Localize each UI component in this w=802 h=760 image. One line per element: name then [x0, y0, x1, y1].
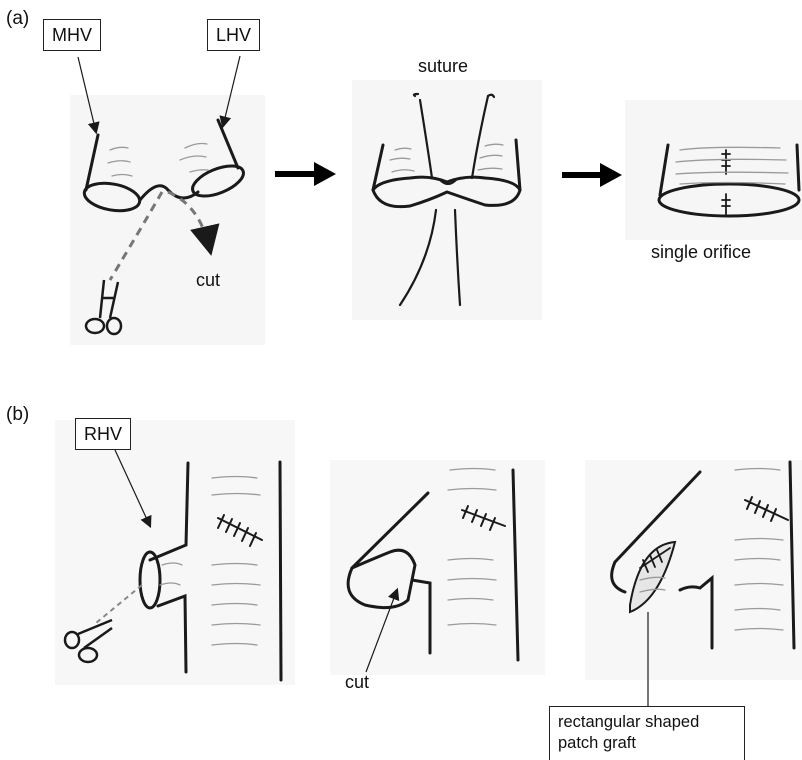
patch-graft-label: rectangular shaped patch graft [549, 706, 745, 760]
mhv-label: MHV [43, 19, 101, 51]
rhv-label: RHV [75, 418, 131, 450]
sketch-paper-b3 [585, 460, 802, 680]
sketch-paper-a3 [625, 100, 802, 240]
sketch-paper-a1 [70, 95, 265, 345]
step-arrow-1 [275, 162, 336, 186]
lhv-label: LHV [207, 19, 260, 51]
panel-b-label: (b) [6, 404, 29, 426]
sketch-paper-b1 [55, 420, 295, 685]
cut-label-a: cut [196, 270, 220, 291]
patch-graft-label-line1: rectangular shaped [558, 712, 736, 733]
step-arrow-2 [562, 163, 622, 187]
single-orifice-label: single orifice [651, 242, 751, 263]
suture-label: suture [418, 56, 468, 77]
cut-label-b: cut [345, 672, 369, 693]
panel-a-label: (a) [6, 8, 29, 30]
patch-graft-label-line2: patch graft [558, 733, 736, 754]
